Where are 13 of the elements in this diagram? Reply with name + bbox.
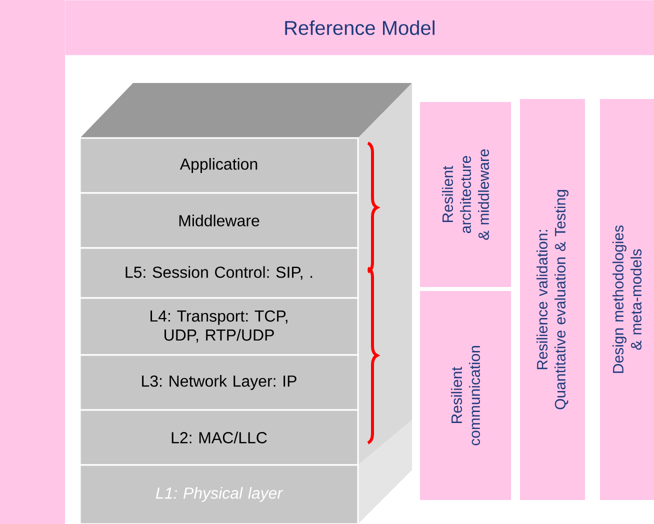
layer-box: Middleware [79, 192, 359, 249]
title-band: Reference Model [65, 0, 654, 56]
topic-box: Resilience validation: Quantitative evaluation & Testing [520, 99, 585, 500]
layer-box: L2: MAC/LLC [79, 409, 359, 466]
layer-box: L3: Network Layer: IP [79, 354, 359, 411]
side-band [0, 0, 65, 524]
layer-box: L4: Transport: TCP, UDP, RTP/UDP [79, 297, 359, 356]
topic-box: Resilient architecture & middleware [420, 102, 511, 287]
topic-box: Design methodologies & meta-models [600, 99, 654, 500]
layer-box: L1: Physical layer [79, 464, 359, 524]
layer-box: Application [79, 137, 359, 194]
topic-box: Resilient communication [420, 291, 511, 500]
layer-box: L5: Session Control: SIP, . [79, 247, 359, 299]
